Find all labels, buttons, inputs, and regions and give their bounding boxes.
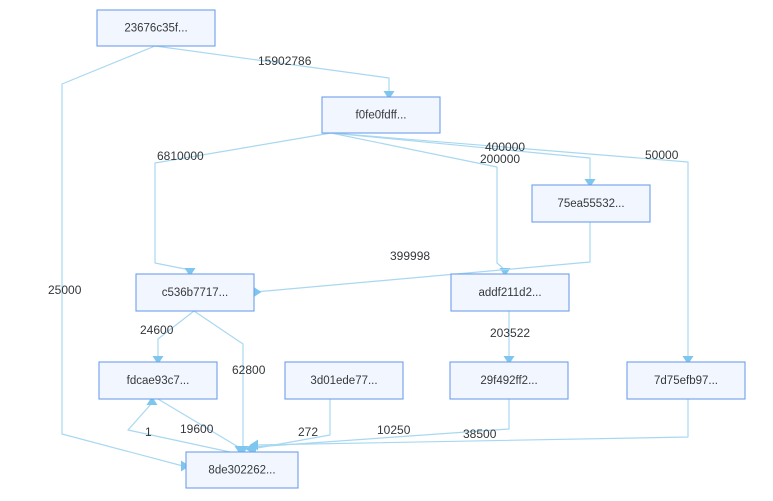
- node-box[interactable]: [98, 361, 218, 400]
- node-box[interactable]: [284, 361, 404, 400]
- node-box[interactable]: [626, 361, 746, 400]
- graph-edge: [61, 45, 184, 467]
- edge-weight-label: 1: [145, 425, 152, 439]
- graph-node[interactable]: f0fe0fdff...: [321, 96, 441, 134]
- node-layer: 23676c35f... f0fe0fdff... 75ea55532... c536…: [96, 9, 746, 489]
- edge-weight-label: 200000: [480, 152, 520, 166]
- edge-weight-label: 10250: [377, 423, 411, 437]
- graph-node[interactable]: 23676c35f...: [96, 9, 216, 47]
- graph-node[interactable]: addf211d2...: [450, 273, 570, 312]
- edge-arrowhead: [503, 356, 515, 365]
- graph-node[interactable]: 7d75efb97...: [626, 361, 746, 400]
- node-box[interactable]: [449, 361, 569, 400]
- node-box[interactable]: [185, 451, 299, 489]
- graph-edge: [157, 398, 241, 449]
- edge-arrowhead: [584, 179, 596, 188]
- graph-node[interactable]: c536b7717...: [135, 273, 255, 312]
- graph-edge: [154, 45, 390, 93]
- edge-weight-label: 62800: [232, 363, 266, 377]
- edge-weight-label: 203522: [490, 326, 530, 340]
- edge-arrowhead: [383, 91, 395, 100]
- graph-edge: [193, 310, 244, 448]
- graph-edge: [330, 132, 506, 271]
- edge-arrowhead: [152, 356, 164, 365]
- graph-edge: [255, 399, 689, 446]
- node-box[interactable]: [531, 184, 651, 223]
- edge-weight-label: 399998: [390, 249, 430, 263]
- graph-edge: [330, 132, 689, 358]
- edge-arrowhead: [682, 356, 694, 365]
- graph-node[interactable]: 29f492ff2...: [449, 361, 569, 400]
- graph-edge: [253, 399, 510, 448]
- edge-arrowhead: [234, 446, 246, 455]
- graph-edge: [127, 402, 231, 453]
- edge-arrowhead: [253, 286, 262, 298]
- node-box[interactable]: [450, 273, 570, 312]
- graph-node[interactable]: fdcae93c7...: [98, 361, 218, 400]
- node-box[interactable]: [96, 9, 216, 47]
- node-box[interactable]: [135, 273, 255, 312]
- edge-arrowhead: [184, 268, 196, 277]
- edge-arrowhead: [146, 396, 158, 405]
- graph-node[interactable]: 75ea55532...: [531, 184, 651, 223]
- graph-node[interactable]: 3d01ede77...: [284, 361, 404, 400]
- edge-weight-label: 38500: [463, 427, 497, 441]
- graph-edge: [154, 132, 332, 271]
- node-box[interactable]: [321, 96, 441, 134]
- graph-node[interactable]: 8de302262...: [185, 451, 299, 489]
- edge-weight-label: 25000: [48, 283, 82, 297]
- edge-layer: [61, 45, 694, 472]
- edge-arrowhead: [181, 460, 190, 472]
- graph-edge: [251, 399, 331, 450]
- graph-edge: [254, 222, 591, 293]
- graph-edge: [157, 310, 195, 358]
- edge-arrowhead: [249, 439, 258, 451]
- graph-edge: [330, 132, 591, 181]
